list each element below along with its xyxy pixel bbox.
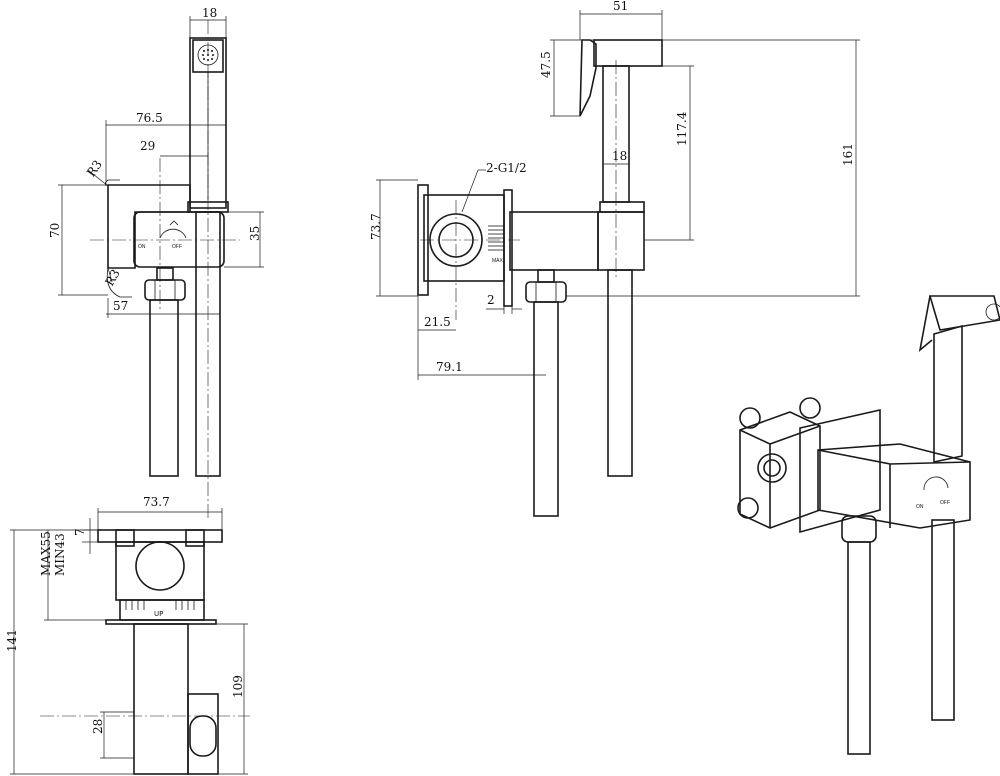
side-valve-arm <box>509 211 599 271</box>
dim-29: 29 <box>140 139 155 153</box>
iso-ear-top-left <box>739 407 761 429</box>
iso-ear-bottom-left <box>737 497 759 519</box>
dim-73-7-side: 73.7 <box>369 213 383 240</box>
side-holder-ring <box>599 201 645 213</box>
bottom-nut <box>189 715 217 757</box>
dim-161: 161 <box>841 143 855 166</box>
side-max-label: MAX <box>492 258 504 264</box>
isometric-view: ON OFF <box>737 295 1000 755</box>
hose-left <box>149 299 179 477</box>
side-hose-right <box>607 269 633 477</box>
bottom-box <box>115 541 205 601</box>
dim-57: 57 <box>113 299 128 313</box>
front-view: ON OFF 18 76.5 29 R3 70 35 <box>48 6 264 520</box>
iso-hose-left <box>847 541 871 755</box>
iso-off-label: OFF <box>940 500 950 506</box>
dim-35: 35 <box>248 226 262 241</box>
dim-18-side: 18 <box>612 149 627 163</box>
dim-2: 2 <box>487 293 495 307</box>
side-knurl <box>488 225 504 251</box>
side-view: MAX 51 47.5 117.4 161 2-G1/2 18 73. <box>369 0 860 517</box>
dim-73-7-bottom: 73.7 <box>143 495 170 509</box>
bottom-outlet <box>135 541 185 591</box>
side-hose-nut <box>525 281 567 303</box>
bottom-view: UP 73.7 7 MAX55 MIN43 141 109 28 <box>5 495 250 775</box>
dim-21-5: 21.5 <box>424 315 451 329</box>
iso-shower-stem <box>933 324 963 463</box>
wall-plate <box>107 184 191 269</box>
dim-117-4: 117.4 <box>675 111 689 146</box>
dim-min43: MIN43 <box>53 533 67 576</box>
iso-thread-inner <box>763 459 781 477</box>
iso-valve-arm <box>817 443 971 529</box>
dim-70: 70 <box>48 223 62 238</box>
bottom-up-label: UP <box>154 610 163 618</box>
nut-stem <box>156 267 174 281</box>
bottom-holder <box>187 693 219 775</box>
iso-hose-right <box>931 519 955 721</box>
dim-109: 109 <box>231 675 245 698</box>
dim-thread: 2-G1/2 <box>486 161 527 175</box>
dim-max55: MAX55 <box>39 531 53 576</box>
front-off-label: OFF <box>172 244 182 250</box>
dim-141: 141 <box>5 629 19 652</box>
iso-wall-plate <box>799 409 881 534</box>
side-hose-left <box>533 301 559 517</box>
dim-47-5: 47.5 <box>539 51 553 78</box>
side-valve-housing <box>597 211 645 271</box>
dim-18-top: 18 <box>202 6 217 20</box>
valve-body <box>133 211 225 268</box>
hose-nut <box>144 279 186 301</box>
dim-79-1: 79.1 <box>436 360 463 374</box>
side-nut-stem <box>537 269 555 283</box>
iso-shower-head <box>928 295 1000 331</box>
bottom-valve-body <box>133 623 189 775</box>
iso-thread-outer <box>757 453 787 483</box>
side-spray-head <box>593 39 663 67</box>
bottom-knurl <box>125 600 195 610</box>
dim-51: 51 <box>613 0 628 13</box>
dim-7: 7 <box>73 528 87 536</box>
iso-on-label: ON <box>916 504 924 510</box>
iso-ear-top-right <box>799 397 821 419</box>
dim-r3-top: R3 <box>84 158 105 180</box>
hose-right <box>195 211 221 477</box>
dim-r3-bottom: R3 <box>102 267 122 288</box>
dim-28: 28 <box>91 719 105 734</box>
front-on-label: ON <box>138 244 146 250</box>
iso-shower-grip <box>918 295 933 353</box>
dim-76-5: 76.5 <box>136 111 163 125</box>
